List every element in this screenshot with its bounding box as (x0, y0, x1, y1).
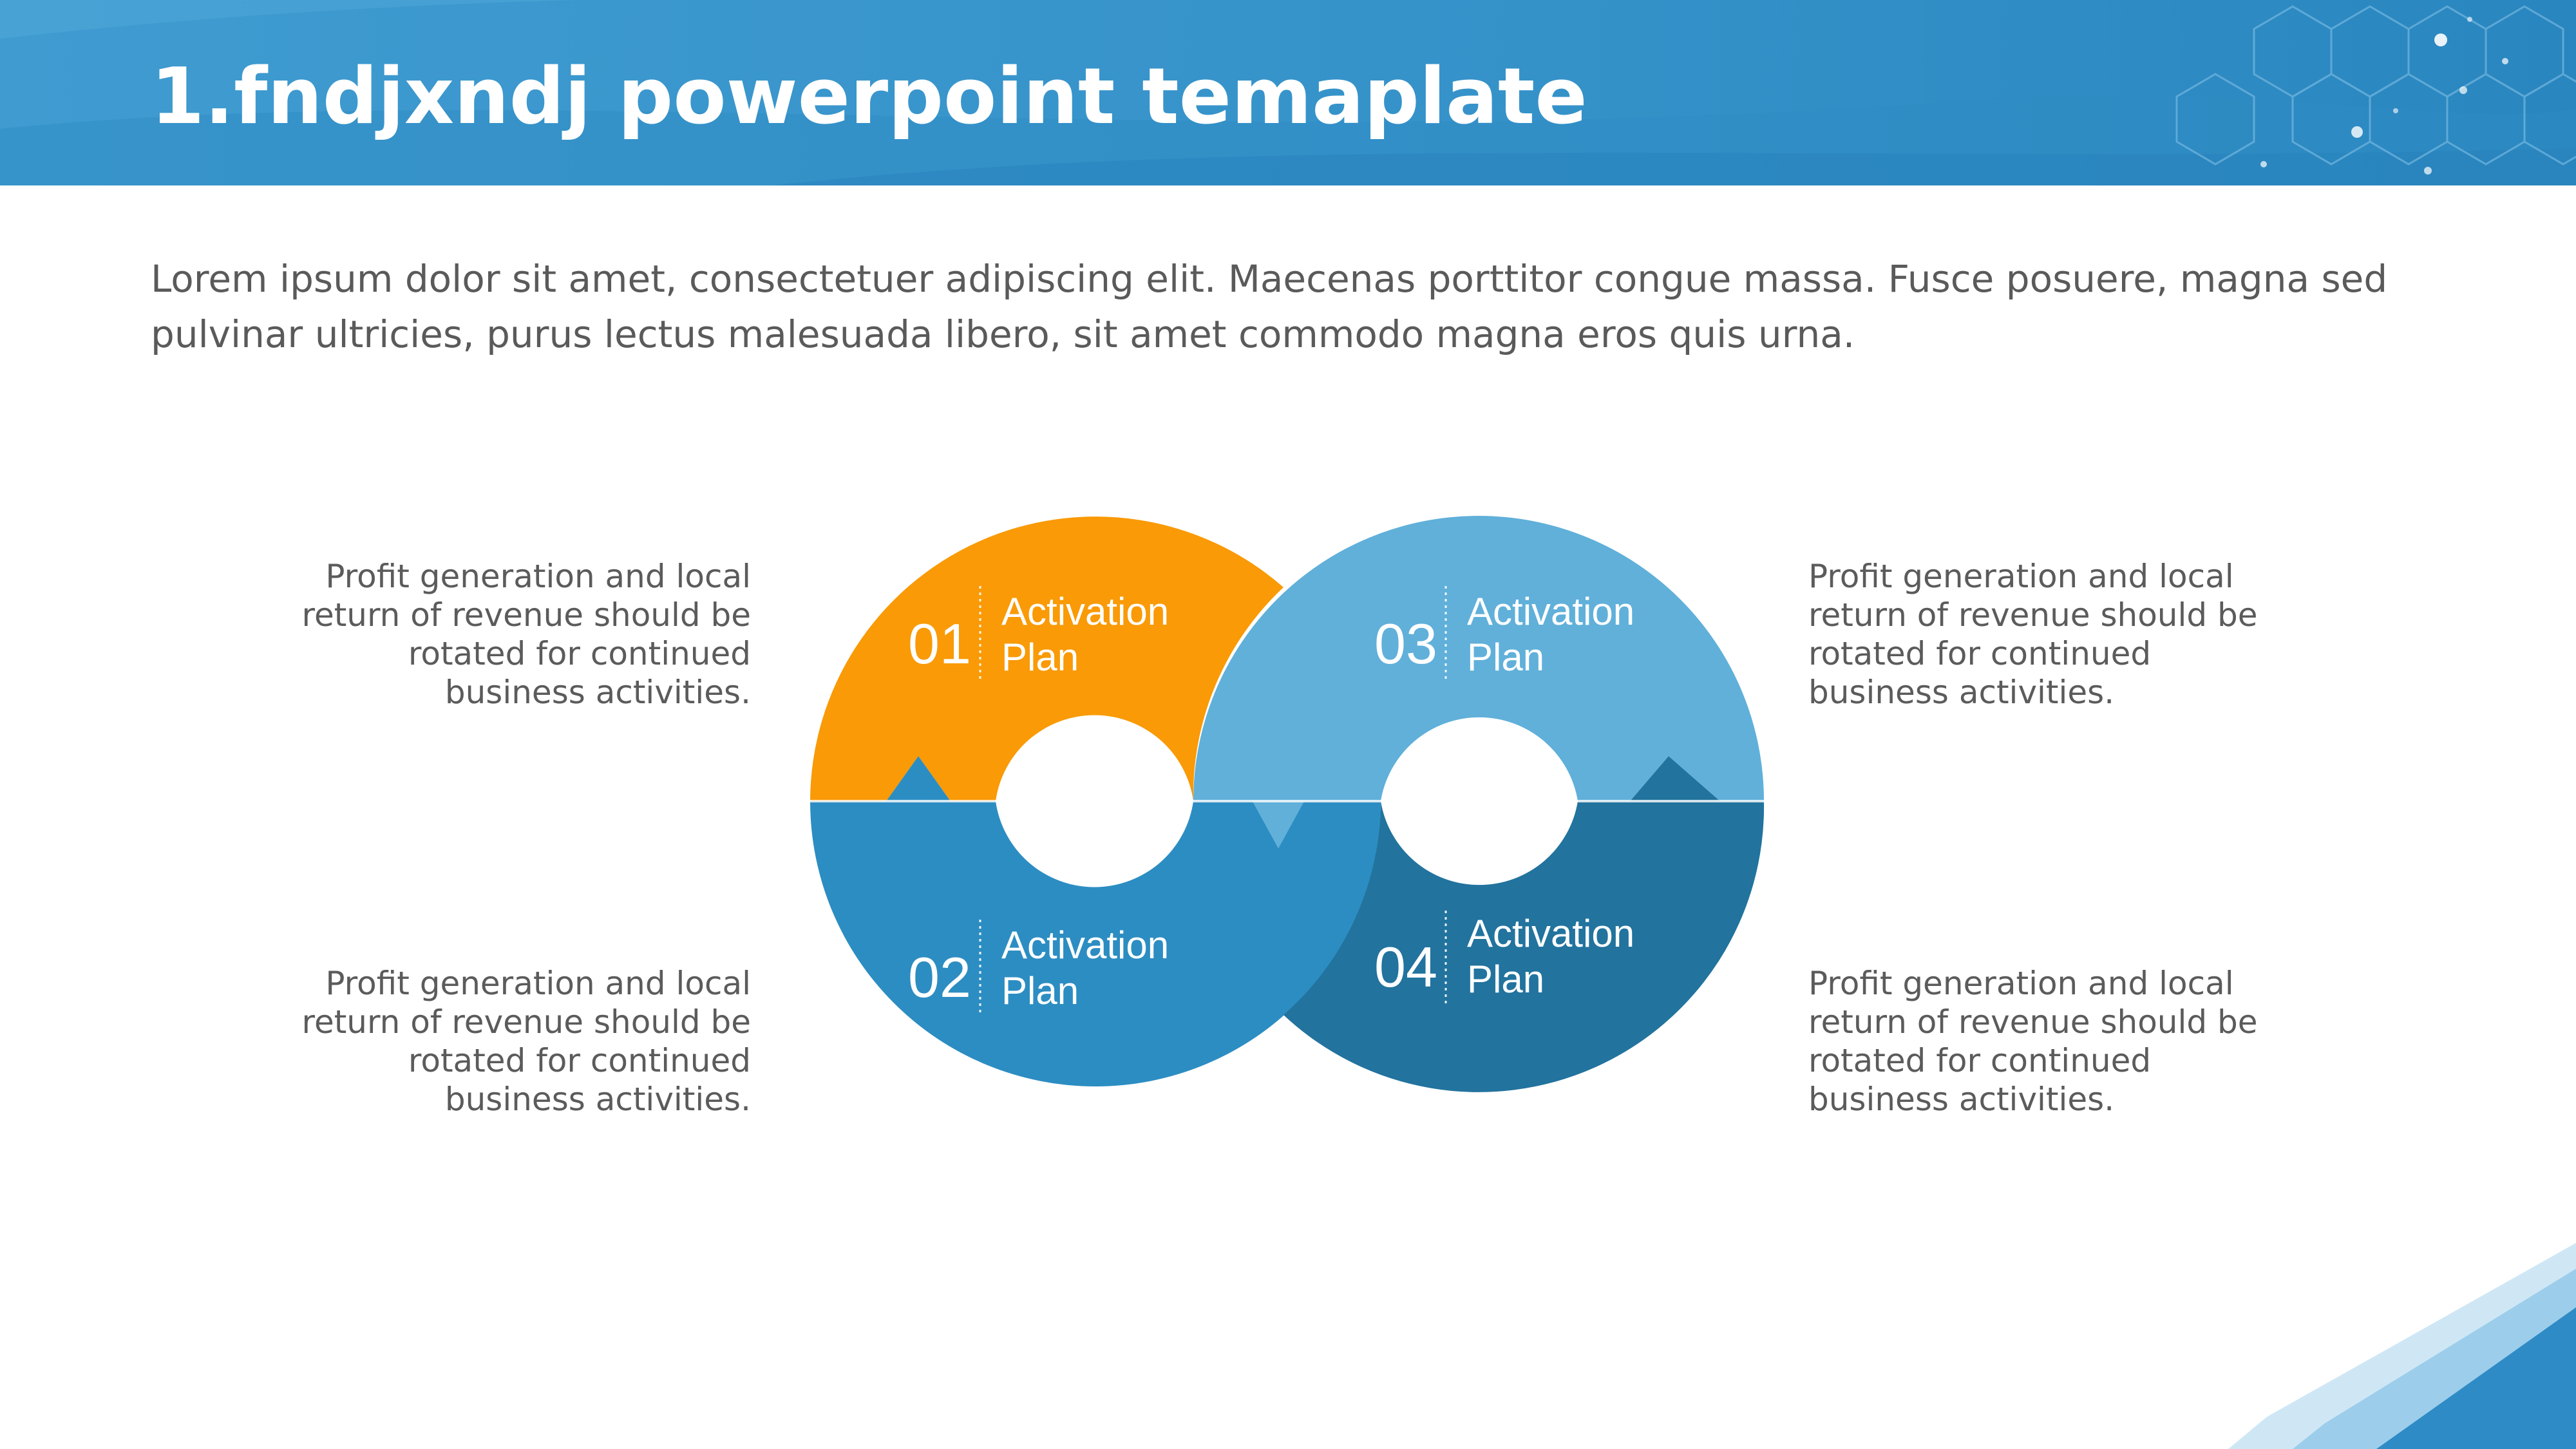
page-title: 1.fndjxndj powerpoint temaplate (151, 52, 1587, 142)
segment-02-shape (810, 756, 1381, 1086)
segment-04-label-line2: Plan (1467, 958, 1544, 1001)
description-top-left: Profit generation and local return of re… (301, 558, 751, 711)
intro-paragraph: Lorem ipsum dolor sit amet, consectetuer… (151, 257, 2388, 356)
segment-02-number: 02 (908, 945, 971, 1009)
corner-stripes-icon (2228, 1243, 2576, 1449)
description-bottom-left: Profit generation and local return of re… (301, 965, 751, 1118)
header-banner: 1.fndjxndj powerpoint temaplate (0, 0, 2576, 185)
segment-03-label-line1: Activation (1467, 590, 1634, 633)
segment-01-number: 01 (908, 612, 971, 676)
segment-01-shape (810, 516, 1283, 801)
segment-04-number: 04 (1374, 935, 1437, 999)
description-bottom-right: Profit generation and local return of re… (1808, 965, 2258, 1118)
segment-02-label-line2: Plan (1001, 969, 1079, 1012)
description-top-right: Profit generation and local return of re… (1808, 558, 2258, 711)
segment-01-label-line1: Activation (1001, 590, 1169, 633)
hexagon-pattern-icon (2175, 5, 2576, 166)
segment-03-number: 03 (1374, 612, 1437, 676)
segment-01-label-line2: Plan (1001, 636, 1079, 679)
header-background (0, 0, 2576, 185)
segment-03-shape (1193, 516, 1764, 848)
segment-04-label-line1: Activation (1467, 912, 1634, 955)
segment-02-label-line1: Activation (1001, 923, 1169, 967)
segment-04-shape (1283, 756, 1765, 1092)
segment-03-label-line2: Plan (1467, 636, 1544, 679)
